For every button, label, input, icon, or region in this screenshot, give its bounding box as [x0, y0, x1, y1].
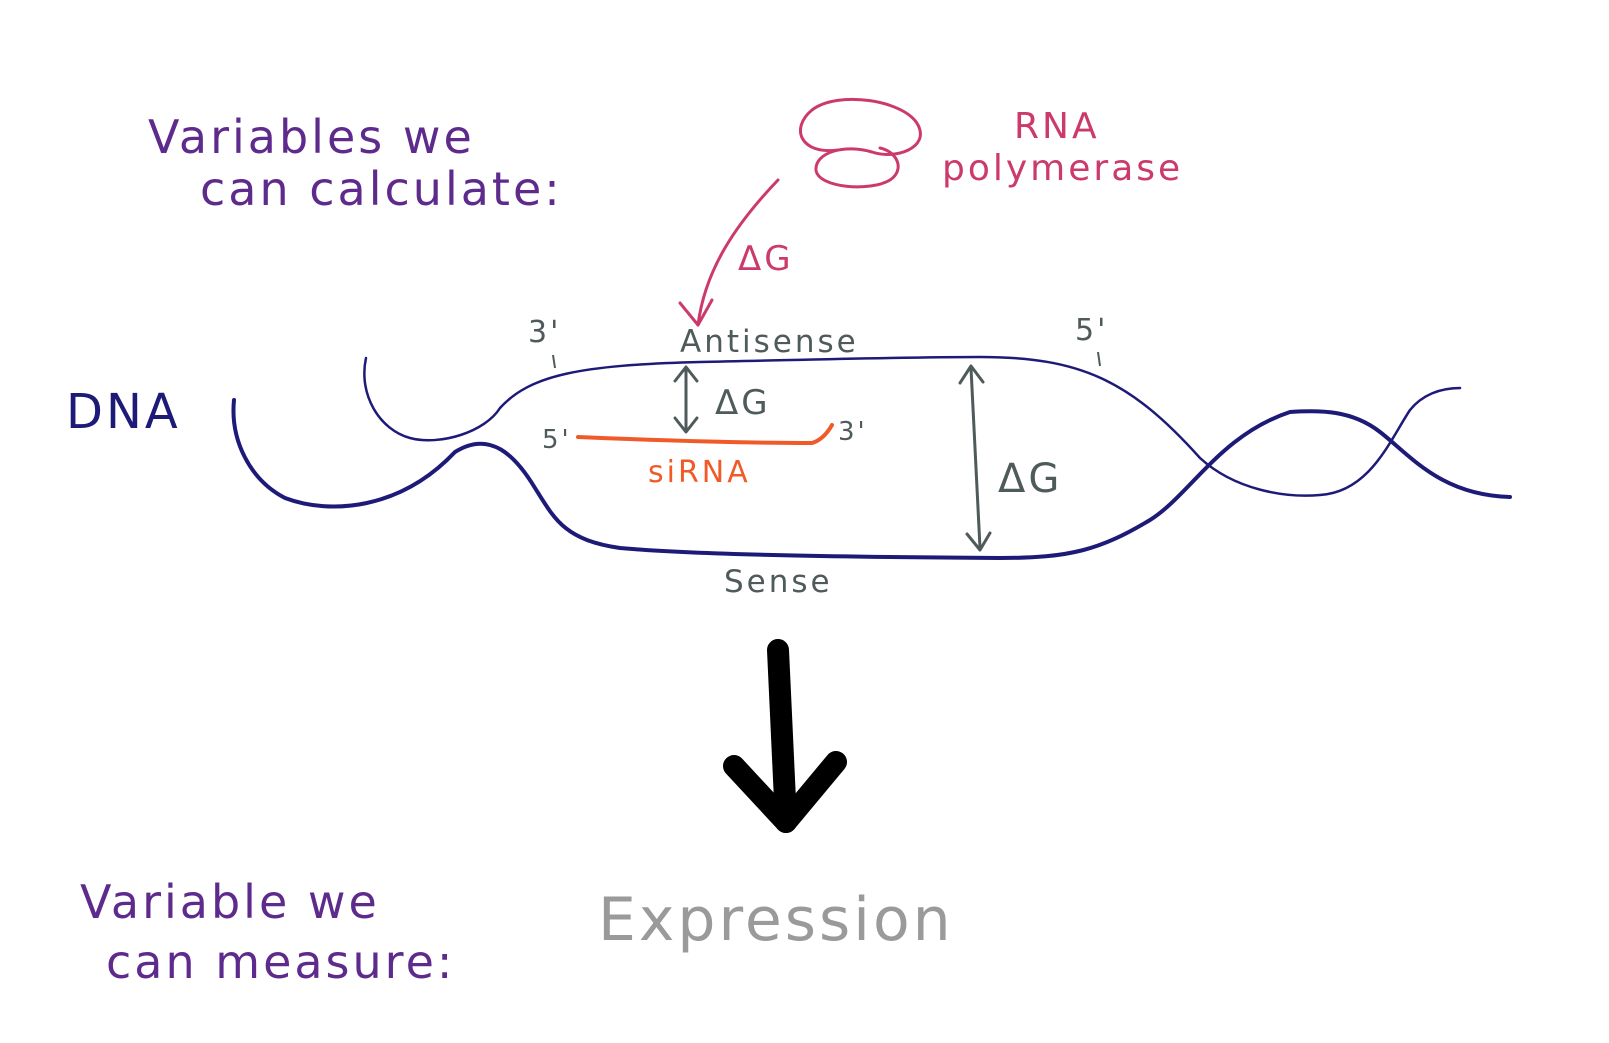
- dna-double-helix: [231, 355, 1512, 561]
- sense-label: Sense: [724, 564, 833, 600]
- antisense-label: Antisense: [680, 324, 859, 360]
- measured-variable-heading: Variable we can measure:: [80, 875, 455, 989]
- antisense-5-prime-label: 5': [1075, 313, 1108, 348]
- sirna-label: siRNA: [648, 455, 751, 490]
- polymerase-label-line1: RNA: [1014, 106, 1100, 147]
- measure-heading-line1: Variable we: [80, 875, 380, 929]
- antisense-3-prime-label: 3': [528, 315, 561, 350]
- big-down-arrow-icon: [723, 639, 847, 833]
- polymerase-label-line2: polymerase: [942, 148, 1183, 189]
- sirna-delta-g-label: ΔG: [715, 383, 771, 423]
- measure-heading-line2: can measure:: [106, 935, 455, 989]
- polymerase-delta-g-label: ΔG: [738, 239, 794, 279]
- polymerase-binding-arrow: ΔG: [678, 178, 794, 327]
- sirna-strand: [576, 423, 834, 446]
- sense-strand: [231, 398, 1512, 561]
- rna-polymerase-icon: [799, 97, 922, 189]
- antisense-strand: [363, 355, 1462, 497]
- sirna-binding-energy-arrow: ΔG: [673, 365, 771, 434]
- sirna: 5' 3' siRNA: [542, 417, 868, 490]
- sirna-3-prime-label: 3': [838, 417, 868, 447]
- calc-heading-line2: can calculate:: [200, 162, 563, 216]
- separation-delta-g-label: ΔG: [998, 456, 1062, 502]
- calc-heading-line1: Variables we: [148, 110, 475, 164]
- rna-polymerase: RNA polymerase: [799, 97, 1183, 189]
- calculated-variables-heading: Variables we can calculate:: [148, 110, 563, 216]
- sirna-5-prime-label: 5': [542, 425, 572, 455]
- strand-end-labels: 3' 5': [528, 313, 1108, 369]
- dna-label: DNA: [66, 384, 181, 440]
- strand-separation-energy-arrow: ΔG: [958, 364, 1062, 552]
- expression-label: Expression: [598, 885, 954, 955]
